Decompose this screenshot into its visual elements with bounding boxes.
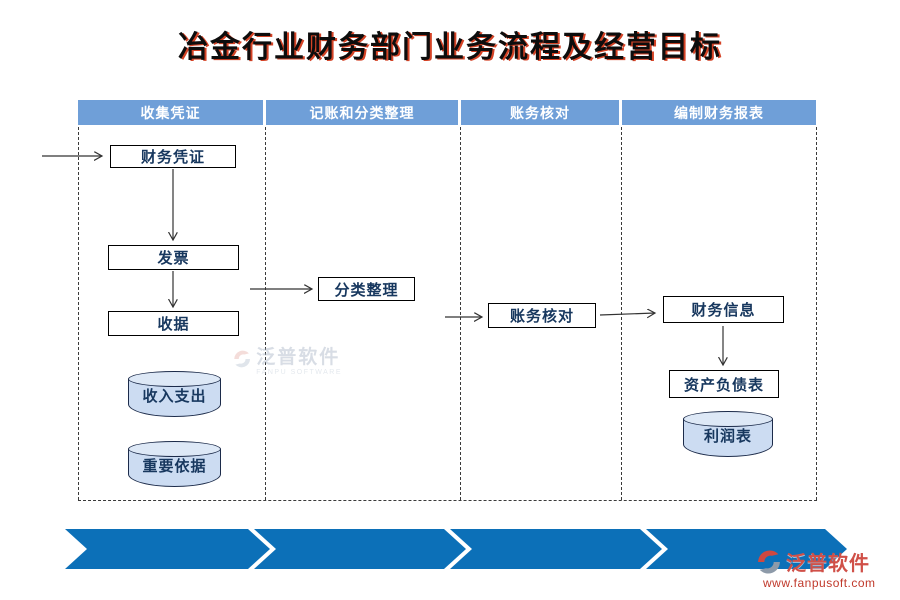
- cylinder-label: 重要依据: [142, 458, 207, 475]
- cylinder-label: 收入支出: [142, 388, 207, 405]
- node-financial-info: 财务信息: [663, 296, 784, 323]
- lane-header-bookkeeping-sorting: 记账和分类整理: [266, 100, 458, 125]
- chevron-arrow-1: [65, 529, 270, 569]
- cylinder-label: 利润表: [703, 428, 752, 445]
- watermark-footer: 泛普软件 www.fanpusoft.com: [755, 547, 895, 590]
- cylinder-top: [683, 411, 773, 427]
- fanpu-logo-icon: [234, 350, 251, 368]
- node-classify-sort: 分类整理: [318, 277, 415, 301]
- watermark-footer-url: www.fanpusoft.com: [763, 576, 876, 590]
- lane-divider: [816, 127, 817, 500]
- watermark-center-name: 泛普软件: [256, 347, 341, 368]
- fanpu-logo-icon: [758, 549, 780, 574]
- page-title: 冶金行业财务部门业务流程及经营目标: [178, 30, 722, 65]
- node-invoice: 发票: [108, 245, 239, 270]
- cylinder-top: [128, 441, 221, 457]
- node-balance-sheet: 资产负债表: [669, 370, 779, 398]
- arrow-to-financial-info: [599, 313, 655, 315]
- node-account-check: 账务核对: [488, 303, 596, 328]
- watermark-center-subtitle: FANPU SOFTWARE: [256, 369, 342, 376]
- cylinder-income-expense: 收入支出: [128, 371, 221, 417]
- watermark-center: 泛普软件 FANPU SOFTWARE: [232, 342, 342, 376]
- cylinder-profit-statement: 利润表: [683, 411, 773, 457]
- watermark-footer-name: 泛普软件: [786, 553, 870, 575]
- lane-divider: [78, 127, 79, 500]
- chevron-arrow-3: [450, 529, 662, 569]
- cylinder-important-basis: 重要依据: [128, 441, 221, 487]
- chevron-arrow-2: [254, 529, 466, 569]
- lane-bottom-border: [78, 500, 817, 501]
- node-financial-voucher: 财务凭证: [110, 145, 236, 168]
- lane-header-account-check: 账务核对: [461, 100, 619, 125]
- lane-header-collect-vouchers: 收集凭证: [78, 100, 263, 125]
- lane-divider: [621, 127, 622, 500]
- node-receipt: 收据: [108, 311, 239, 336]
- lane-divider: [265, 127, 266, 500]
- lane-header-prepare-statements: 编制财务报表: [622, 100, 816, 125]
- cylinder-top: [128, 371, 221, 387]
- lane-divider: [460, 127, 461, 500]
